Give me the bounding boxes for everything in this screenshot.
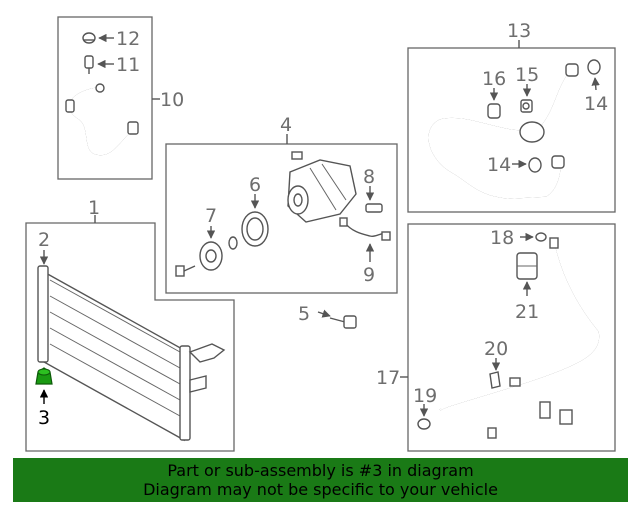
callout-13: 13	[507, 20, 531, 42]
cap-16[interactable]	[487, 103, 501, 119]
bracket-20[interactable]	[489, 371, 501, 389]
group-box-4	[165, 134, 398, 294]
group-box-10	[57, 16, 160, 180]
discharge-hose-10[interactable]	[65, 83, 139, 156]
callout-11: 11	[116, 54, 140, 76]
callout-4: 4	[280, 114, 292, 136]
callout-17: 17	[376, 367, 400, 389]
group-box-1	[25, 215, 235, 452]
o-ring-14b[interactable]	[528, 157, 542, 173]
callout-12: 12	[116, 28, 140, 50]
callout-19: 19	[413, 385, 437, 407]
callout-18: 18	[490, 227, 514, 249]
liquid-tube-17[interactable]	[439, 237, 600, 439]
callout-14-lower: 14	[487, 154, 511, 176]
clutch-6[interactable]	[241, 211, 269, 247]
switch-8[interactable]	[365, 203, 383, 213]
callout-10: 10	[160, 89, 184, 111]
cap-19[interactable]	[417, 418, 431, 430]
banner-line-2: Diagram may not be specific to your vehi…	[143, 480, 498, 499]
valve-15[interactable]	[520, 99, 533, 113]
o-ring-18[interactable]	[535, 232, 547, 242]
pulley-7[interactable]	[199, 241, 223, 271]
callout-20: 20	[484, 338, 508, 360]
callout-21: 21	[515, 301, 539, 323]
expansion-valve-21[interactable]	[516, 252, 538, 280]
bushing-3-highlighted[interactable]	[35, 367, 53, 385]
callout-8: 8	[363, 166, 375, 188]
callout-16: 16	[482, 68, 506, 90]
bolt-5[interactable]	[329, 315, 357, 329]
callout-14-top: 14	[584, 93, 608, 115]
banner-line-1: Part or sub-assembly is #3 in diagram	[167, 461, 474, 480]
group-box-17	[400, 223, 616, 452]
callout-15: 15	[515, 64, 539, 86]
bolt[interactable]	[175, 265, 196, 277]
callout-2: 2	[38, 229, 50, 251]
callout-1: 1	[88, 197, 100, 219]
callout-7: 7	[205, 205, 217, 227]
callout-9: 9	[363, 264, 375, 286]
callout-6: 6	[249, 174, 261, 196]
o-ring-14[interactable]	[587, 59, 601, 75]
part-notice-banner: Part or sub-assembly is #3 in diagram Di…	[13, 458, 628, 502]
valve-core-11[interactable]	[84, 55, 94, 74]
compressor-4[interactable]	[287, 151, 357, 223]
callout-5: 5	[298, 303, 310, 325]
callout-3: 3	[38, 407, 50, 429]
cap-12[interactable]	[82, 32, 96, 44]
wiring-9[interactable]	[339, 217, 391, 241]
group-box-13	[407, 40, 616, 213]
condenser-1[interactable]	[37, 265, 226, 442]
